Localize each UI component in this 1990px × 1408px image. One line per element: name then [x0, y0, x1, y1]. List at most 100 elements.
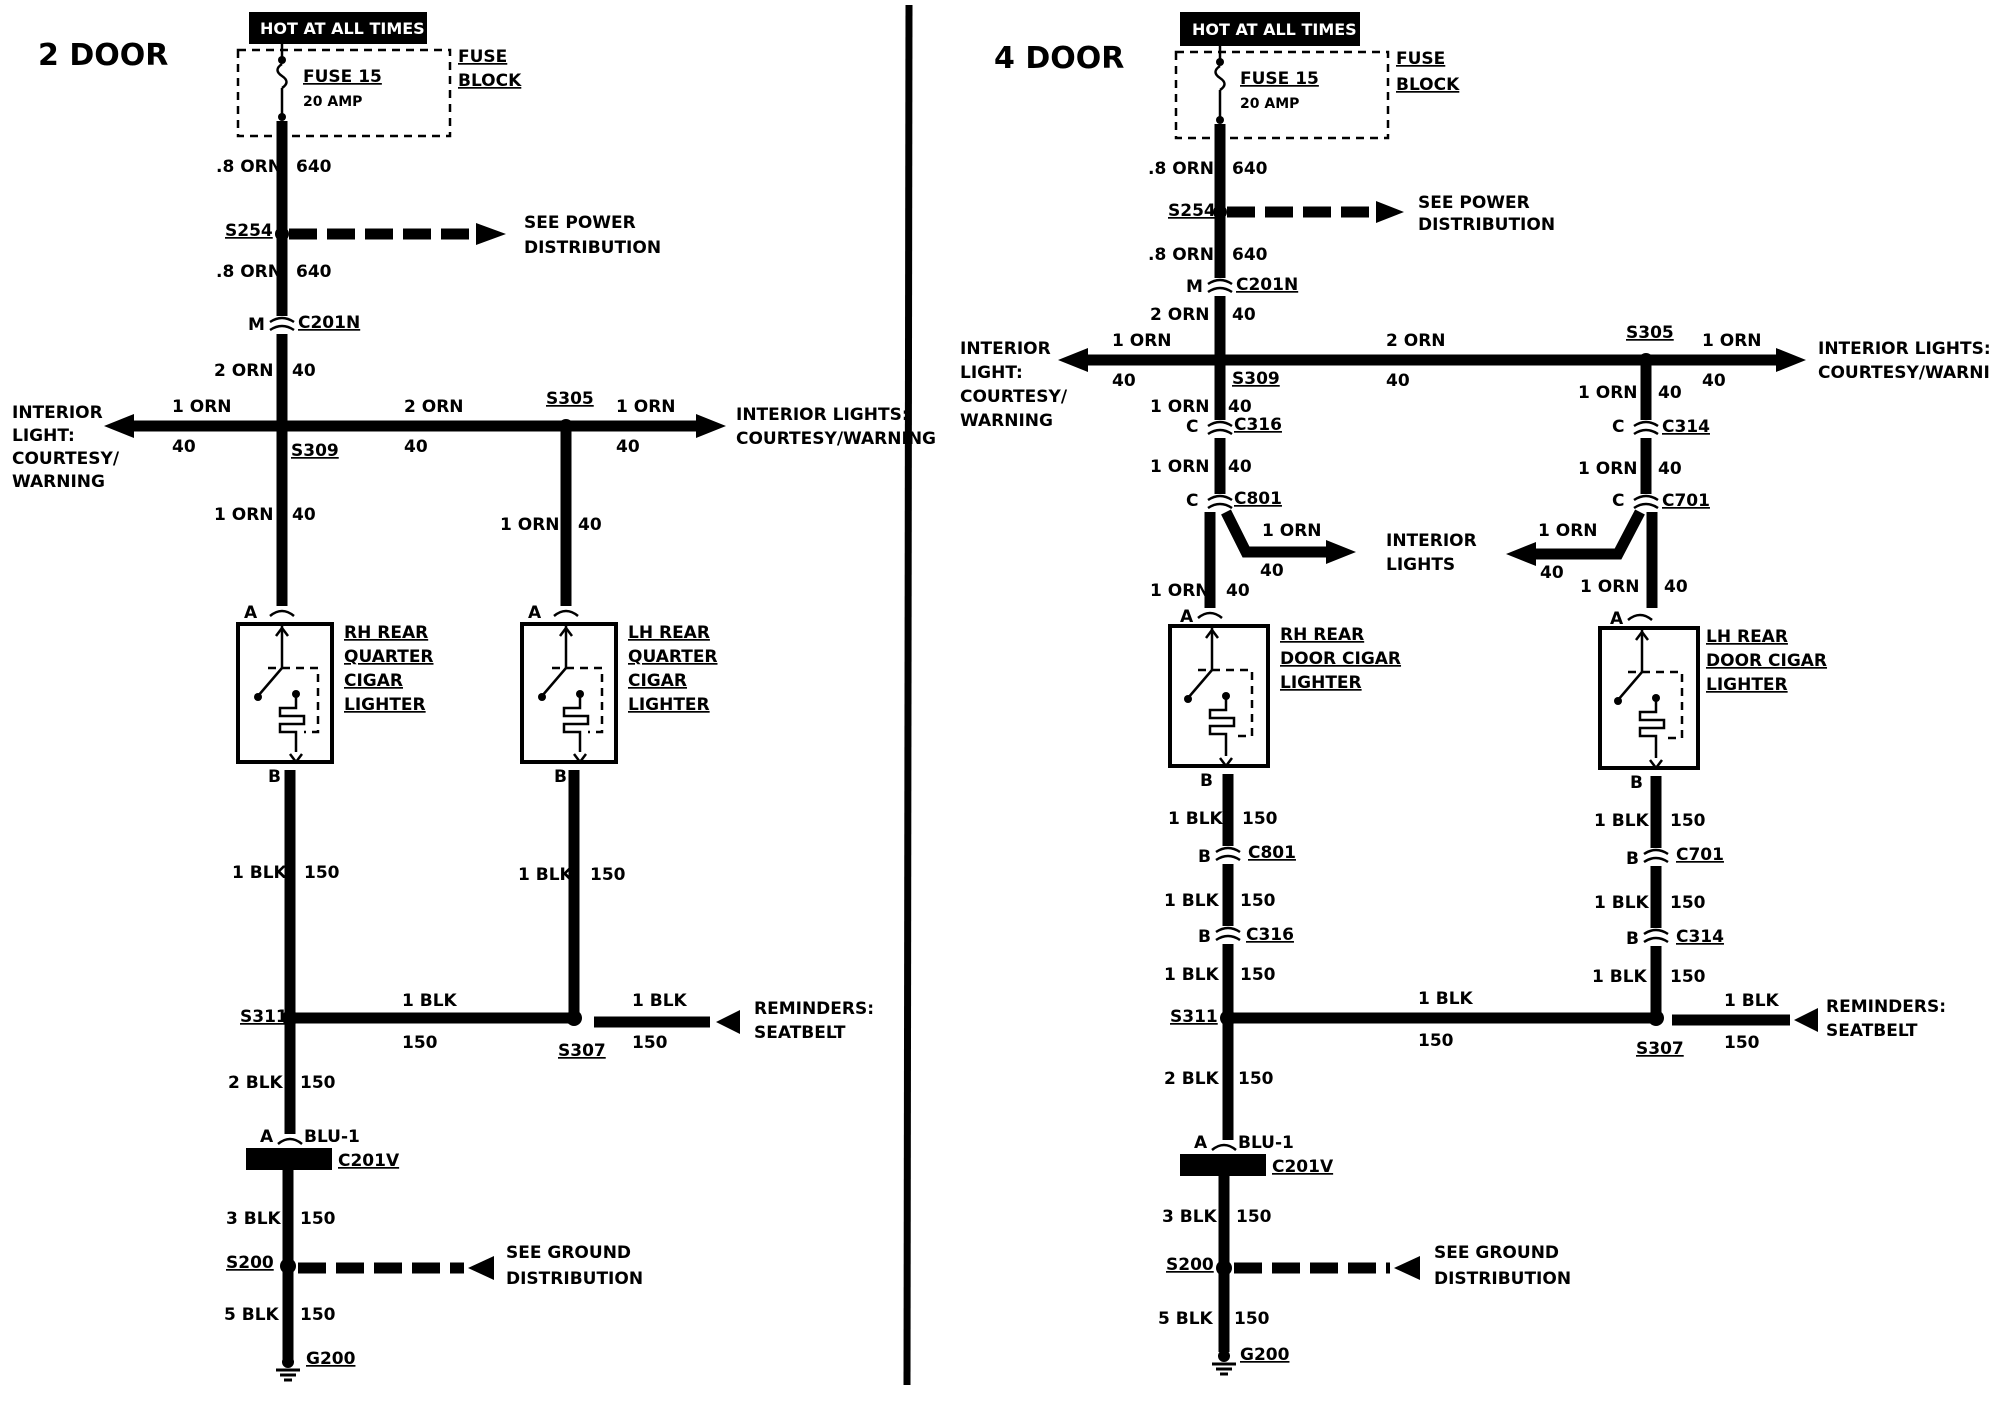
hot-at-all-times-box-4d — [1180, 12, 1360, 46]
rg2-gauge: 1 BLK — [1594, 893, 1650, 913]
rh-contact-arrow-4d — [1205, 627, 1219, 639]
r-branch-gauge: 1 ORN — [1538, 521, 1598, 541]
connector-c316-icon — [1207, 420, 1233, 436]
w-5blk-circuit-4d: 150 — [1234, 1309, 1270, 1329]
s305-label: S305 — [546, 389, 594, 409]
rh-feed-circuit: 40 — [292, 505, 316, 525]
w3-circuit: 40 — [292, 361, 316, 381]
interior-left-1-4d: INTERIOR — [960, 339, 1051, 359]
lh-pin-b-4d: B — [1630, 773, 1643, 793]
lh-lighter-label-1: LH REAR — [628, 623, 710, 643]
rh-lighter-box-4d — [1168, 624, 1270, 768]
blk-mid-circuit: 150 — [402, 1033, 438, 1053]
rh-feed-gauge: 1 ORN — [214, 505, 274, 525]
lg1-circuit: 150 — [1242, 809, 1278, 829]
w-3blk-gauge-4d: 3 BLK — [1162, 1207, 1218, 1227]
c201n-label-4d: C201N — [1236, 275, 1298, 295]
see-ground-2: DISTRIBUTION — [506, 1269, 643, 1289]
hot-at-all-times-box — [249, 12, 427, 44]
lh-switch-icon — [541, 667, 567, 697]
rg-c314-label: C314 — [1676, 927, 1724, 947]
fuse-block-label-2-4d: BLOCK — [1396, 75, 1460, 95]
mid-circuit: 40 — [404, 437, 428, 457]
interior-left-3: COURTESY/ — [12, 449, 120, 469]
arrow-right-power-4d — [1376, 201, 1404, 223]
rh-lighter-label-3: CIGAR — [344, 671, 403, 691]
w-3blk-circuit: 150 — [300, 1209, 336, 1229]
s311-label: S311 — [240, 1007, 288, 1027]
splice-s307 — [566, 1010, 582, 1026]
rh-link-dashed-4d — [1198, 668, 1254, 738]
blk-mid-gauge-4d: 1 BLK — [1418, 989, 1474, 1009]
fuse-icon-4d — [1214, 64, 1226, 92]
c701-label: C701 — [1662, 491, 1710, 511]
right-gauge: 1 ORN — [616, 397, 676, 417]
lh-bottom-arrow-4d — [1649, 759, 1663, 771]
rh-heating-element-icon-4d — [1208, 696, 1236, 756]
connector-c201n-icon-4d — [1207, 278, 1233, 294]
w-2blk-gauge: 2 BLK — [228, 1073, 284, 1093]
see-ground-2-4d: DISTRIBUTION — [1434, 1269, 1571, 1289]
c314-pin: C — [1612, 417, 1624, 437]
hot-at-all-times-label: HOT AT ALL TIMES — [260, 19, 425, 38]
rh-lighter-label-4: LIGHTER — [344, 695, 426, 715]
fuse-amp-4d: 20 AMP — [1240, 96, 1299, 112]
connector-c201v-body-4d — [1180, 1154, 1266, 1176]
arrow-right-interior-4d — [1776, 348, 1806, 372]
g200-label-4d: G200 — [1240, 1345, 1290, 1365]
rg2-circuit: 150 — [1670, 893, 1706, 913]
lh-contact-arrow-4d — [1635, 629, 1649, 641]
lh-switch-pivot-4d — [1614, 697, 1622, 705]
rh-gnd-circuit: 150 — [304, 863, 340, 883]
w2-circuit: 640 — [296, 262, 332, 282]
c201n-pin: M — [248, 315, 265, 335]
s307-label-4d: S307 — [1636, 1039, 1684, 1059]
fuse-block-outline-4d — [1174, 50, 1390, 140]
c801-label: C801 — [1234, 489, 1282, 509]
left-gauge: 1 ORN — [172, 397, 232, 417]
rh-switch-icon — [257, 667, 283, 697]
rh-contact-arrow — [275, 625, 289, 637]
reminders-1-4d: REMINDERS: — [1826, 997, 1946, 1017]
see-power-1: SEE POWER — [524, 213, 636, 233]
rh-switch-pivot — [254, 693, 262, 701]
lh-heating-element-icon-4d — [1638, 698, 1666, 758]
c316-label: C316 — [1234, 415, 1282, 435]
right-gauge-4d: 1 ORN — [1702, 331, 1762, 351]
lh-lighter-box-4d — [1598, 626, 1700, 770]
rh-gnd-gauge: 1 BLK — [232, 863, 288, 883]
fuse-block-label-1-4d: FUSE — [1396, 49, 1445, 69]
rh-lighter-label-1-4d: RH REAR — [1280, 625, 1364, 645]
lg-c316-pin: B — [1198, 927, 1211, 947]
r-c-circuit: 40 — [1664, 577, 1688, 597]
l-c-gauge: 1 ORN — [1150, 581, 1210, 601]
lg-c801-label: C801 — [1248, 843, 1296, 863]
lh-pin-a-4d: A — [1610, 609, 1624, 629]
w-2blk-circuit: 150 — [300, 1073, 336, 1093]
arrow-from-ground — [468, 1256, 494, 1280]
panel-divider — [903, 4, 913, 1386]
see-power-1-4d: SEE POWER — [1418, 193, 1530, 213]
interior-left-2-4d: LIGHT: — [960, 363, 1023, 383]
ground-node-4d — [1218, 1350, 1230, 1362]
arrow-left-interior — [104, 414, 134, 438]
mid-gauge-4d: 2 ORN — [1386, 331, 1446, 351]
rh-lighter-label-3-4d: LIGHTER — [1280, 673, 1362, 693]
l-a-circuit: 40 — [1228, 397, 1252, 417]
c316-pin: C — [1186, 417, 1198, 437]
interior-right-1-4d: INTERIOR LIGHTS: — [1818, 339, 1990, 359]
lh-lighter-box — [520, 622, 618, 764]
s200-label: S200 — [226, 1253, 274, 1273]
arrow-right-power — [476, 223, 506, 245]
arrow-from-reminders-4d — [1794, 1008, 1818, 1032]
s200-label-4d: S200 — [1166, 1255, 1214, 1275]
lh-gnd-gauge: 1 BLK — [518, 865, 574, 885]
lh-lighter-label-3: CIGAR — [628, 671, 687, 691]
left-circuit-4d: 40 — [1112, 371, 1136, 391]
fuse-terminal-top-4d — [1216, 58, 1224, 66]
reminders-2-4d: SEATBELT — [1826, 1021, 1918, 1041]
lh-lighter-label-1-4d: LH REAR — [1706, 627, 1788, 647]
arrow-left-interior-4d — [1058, 348, 1088, 372]
two-door-title: 2 DOOR — [38, 38, 168, 73]
lg3-gauge: 1 BLK — [1164, 965, 1220, 985]
